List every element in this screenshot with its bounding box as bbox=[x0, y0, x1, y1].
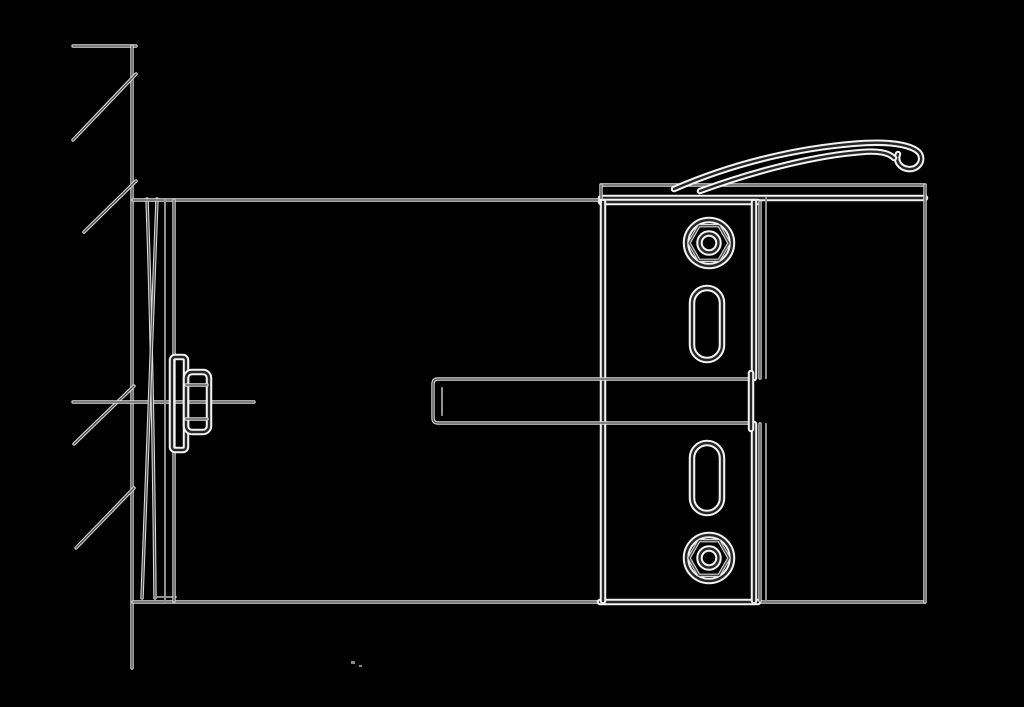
lower-nut-outer-circle bbox=[684, 533, 734, 583]
wall-hatch-4 bbox=[75, 487, 135, 549]
bolt-head bbox=[184, 370, 211, 434]
upper-nut-outer-circle bbox=[684, 218, 734, 268]
noise-speck-1 bbox=[351, 661, 355, 664]
wall-hatch-3 bbox=[73, 385, 135, 445]
upper-slot bbox=[690, 286, 724, 362]
strap-upper-edge bbox=[672, 141, 923, 191]
upper-slot-halo bbox=[688, 284, 726, 364]
wall-hatch-1 bbox=[72, 73, 137, 141]
lower-nut-hex bbox=[688, 540, 730, 576]
stud-cross-line-2 bbox=[141, 198, 158, 599]
upper-nut-hex bbox=[688, 225, 730, 261]
lower-slot-halo bbox=[688, 439, 726, 517]
lower-slot bbox=[690, 441, 724, 515]
wall-hatch-2 bbox=[83, 180, 137, 233]
arm-outline-halo bbox=[431, 377, 753, 425]
arm-outline bbox=[432, 378, 752, 424]
noise-speck-2 bbox=[359, 665, 362, 667]
upper-nut-hole bbox=[698, 232, 720, 254]
lower-nut-hole bbox=[698, 547, 720, 569]
stud-cross-line-1 bbox=[146, 198, 156, 599]
strap-lower-edge bbox=[698, 150, 896, 193]
